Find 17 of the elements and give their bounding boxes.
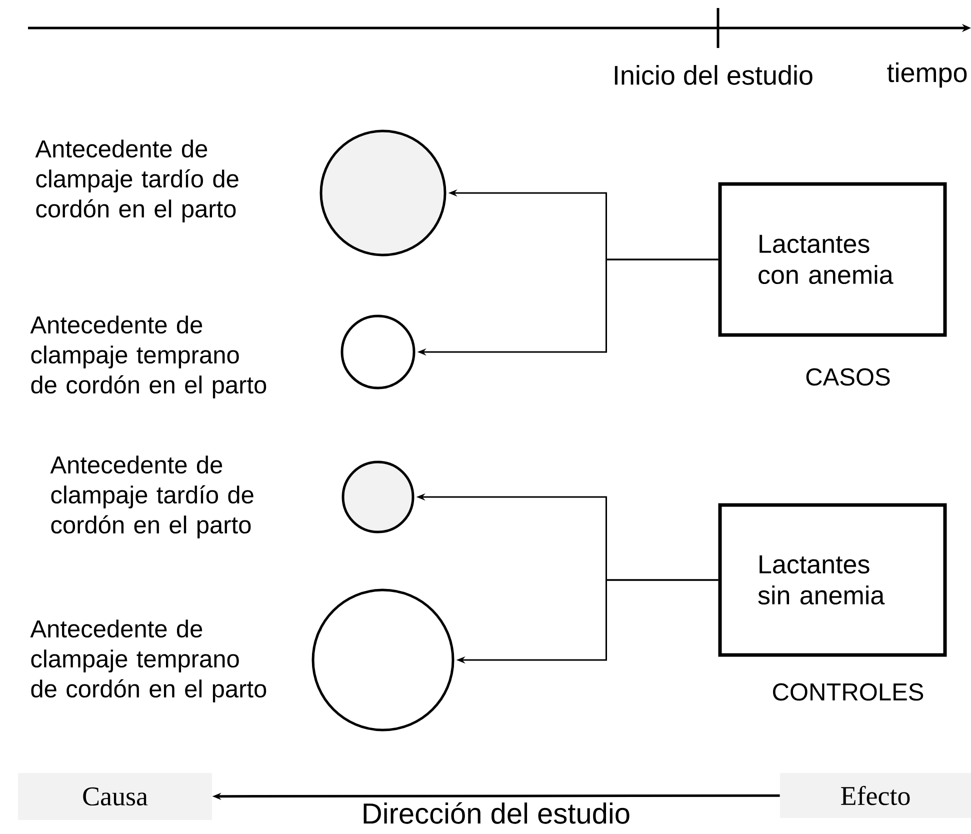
group-label: CASOS (806, 368, 890, 386)
label-band: Causa (18, 772, 212, 820)
circle (340, 314, 416, 390)
edge-label: Dirección del estudio (360, 801, 632, 825)
group-box: Lactantes con anemia (718, 182, 947, 337)
axis-label: tiempo (887, 62, 967, 88)
text-label: Antecedente de clampaje tardío de cordón en el parto (50, 456, 254, 538)
label-band: Efecto (780, 772, 971, 818)
axis-label: Inicio del estudio (614, 65, 812, 85)
text-label: Antecedente de clampaje tardío de cordón en el parto (35, 140, 238, 222)
circle (312, 588, 454, 732)
group-label: CONTROLES (773, 683, 924, 701)
circle (342, 460, 414, 534)
circle (320, 130, 446, 256)
group-box: Lactantes sin anemia (718, 503, 947, 657)
text-label: Antecedente de clampaje temprano de cordón en el parto (30, 316, 266, 398)
text-label: Antecedente de clampaje temprano de cordón en el parto (30, 620, 266, 702)
